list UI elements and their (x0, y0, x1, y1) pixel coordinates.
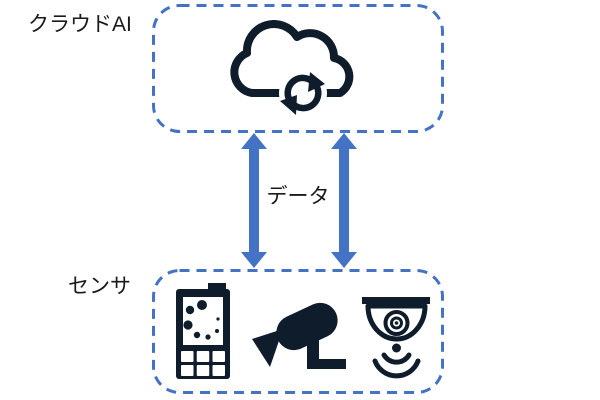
double-arrow-shape (331, 133, 357, 268)
cloud-ai-label: クラウドAI (28, 13, 132, 36)
mobile-phone-icon (176, 283, 230, 379)
cloud-sync-icon (230, 20, 354, 117)
cloud-ai-box (152, 4, 444, 133)
dome-camera-icon (362, 297, 430, 379)
data-label: データ (266, 185, 330, 208)
sensor-label: センサ (68, 275, 131, 298)
dome-signal-waves (372, 343, 421, 379)
sensor-box (152, 269, 444, 394)
phone-top-tab (208, 283, 226, 292)
sync-arrows (280, 72, 325, 115)
cctv-camera-icon (252, 302, 346, 369)
cctv-lens-cone (252, 329, 283, 367)
data-arrow-right (331, 133, 357, 268)
cloud-outline (230, 20, 354, 97)
cctv-body (276, 302, 338, 351)
phone-screen-dots (183, 300, 220, 340)
phone-keypad (181, 351, 225, 376)
sensor-box-border (152, 269, 444, 394)
cloud-ai-box-border (152, 4, 444, 133)
data-arrow-left (241, 133, 267, 268)
dome-ceiling-bar (362, 297, 430, 304)
dome-lens (383, 310, 410, 336)
double-arrow-shape (241, 133, 267, 268)
